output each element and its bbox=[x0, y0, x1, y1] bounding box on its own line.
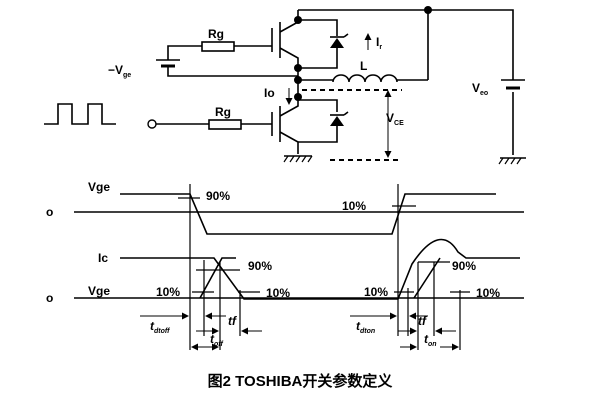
lower-diode bbox=[330, 111, 349, 126]
ic-waveform bbox=[120, 238, 520, 300]
ton-label: ton bbox=[424, 332, 437, 348]
off-10-left-label: 10% bbox=[156, 285, 180, 299]
ic-off-90-label: 90% bbox=[248, 259, 272, 273]
tf-on-label: tf bbox=[418, 314, 427, 328]
ground-icon-right bbox=[498, 157, 526, 165]
vce-label: VCE bbox=[386, 111, 404, 127]
vge-waveform bbox=[120, 193, 496, 235]
vge-10-label: 10% bbox=[342, 199, 366, 213]
toff-label: toff bbox=[210, 332, 223, 348]
rg-top-label: Rg bbox=[208, 27, 224, 41]
zero-bottom-label: o bbox=[46, 291, 53, 305]
vge-top-label: Vge bbox=[88, 180, 110, 194]
gate-resistor-top bbox=[201, 41, 235, 52]
ic-label: Ic bbox=[98, 251, 108, 265]
inductor-coil bbox=[332, 74, 398, 83]
gate-resistor-bottom bbox=[208, 119, 242, 130]
current-io-label: Io bbox=[264, 86, 275, 100]
ground-icon-left bbox=[283, 155, 313, 163]
pulse-train-icon bbox=[44, 103, 116, 125]
neg-vge-label: −Vge bbox=[108, 63, 131, 79]
vcc-label: Veo bbox=[472, 81, 488, 97]
off-10-right-label: 10% bbox=[266, 286, 290, 300]
inductor-label: L bbox=[360, 59, 367, 73]
upper-igbt bbox=[271, 10, 338, 69]
rg-bottom-label: Rg bbox=[215, 105, 231, 119]
on-10-right-label: 10% bbox=[476, 286, 500, 300]
zero-top-label: o bbox=[46, 205, 53, 219]
dc-supply-battery bbox=[501, 79, 525, 90]
circuit: Veo Ir Rg −Vge bbox=[44, 6, 526, 165]
ic-on-90-label: 90% bbox=[452, 259, 476, 273]
upper-diode bbox=[330, 33, 349, 48]
vge-bottom-label: Vge bbox=[88, 284, 110, 298]
tdtoff-label: tdtoff bbox=[150, 319, 170, 335]
on-10-left-label: 10% bbox=[364, 285, 388, 299]
tf-off-label: tf bbox=[228, 314, 237, 328]
lower-igbt bbox=[271, 97, 338, 154]
tdton-label: tdton bbox=[356, 319, 375, 335]
gate-bias-battery bbox=[156, 59, 180, 68]
waveforms: Vge o 90% 10% Ic 90% 90% Vge o 10% 10% 1… bbox=[46, 180, 524, 351]
gate-input-terminal bbox=[147, 119, 157, 129]
figure-caption: 图2 TOSHIBA开关参数定义 bbox=[208, 372, 393, 390]
current-ir-label: Ir bbox=[376, 35, 382, 51]
vge-90-label: 90% bbox=[206, 189, 230, 203]
